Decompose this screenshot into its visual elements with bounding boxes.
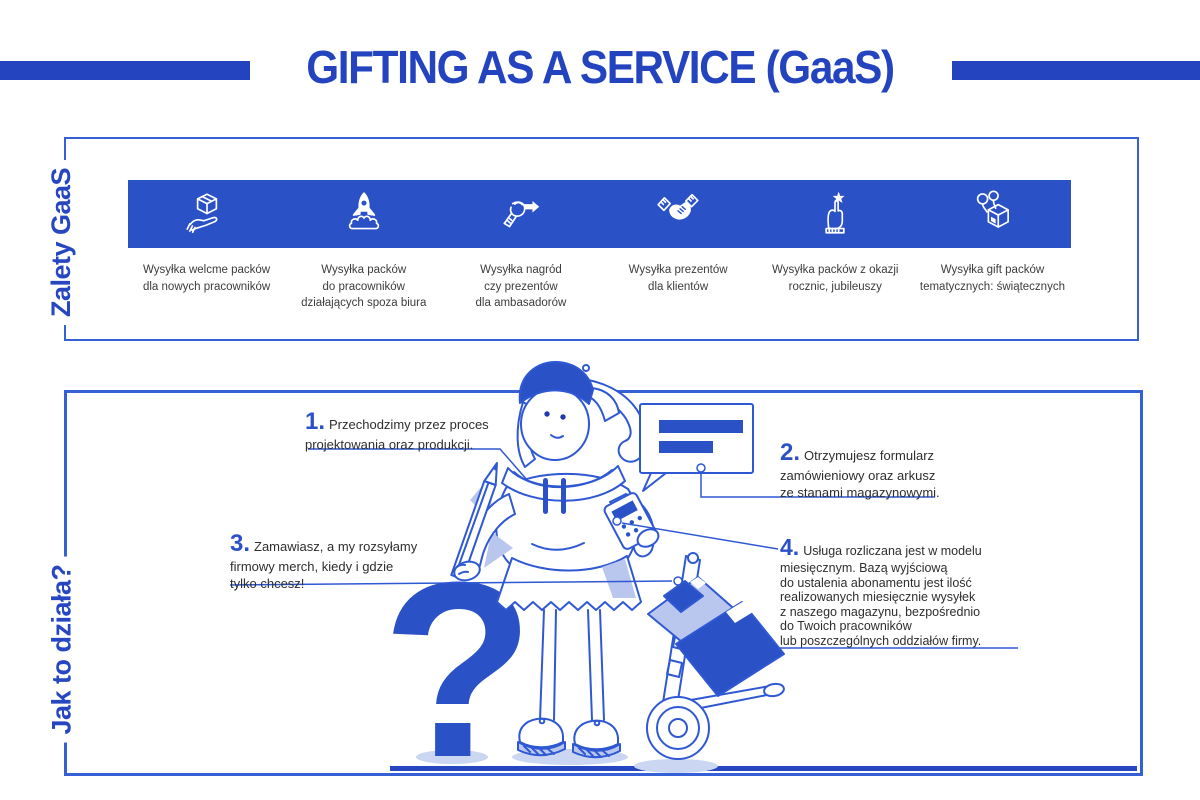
box-in-hand-icon (128, 189, 285, 239)
benefits-section-label: Zalety GaaS (30, 150, 94, 335)
benefit-caption: Wysyłka welcme packów dla nowych pracown… (142, 264, 271, 293)
step-2-number: 2. (780, 439, 801, 466)
step-4: 4.Usługa rozliczana jest w modelu miesię… (780, 534, 1020, 649)
step-1: 1.Przechodzimy przez proces projektowani… (305, 406, 535, 454)
step-4-text: Usługa rozliczana jest w modelu miesięcz… (780, 544, 982, 649)
title-accent-bar-right (952, 61, 1200, 80)
step-3: 3.Zamawiasz, a my rozsyłamy firmowy merc… (230, 528, 445, 593)
benefit-caption: Wysyłka packów do pracowników działający… (301, 264, 427, 310)
step-1-number: 1. (305, 408, 326, 435)
benefit-caption: Wysyłka nagród czy prezentów dla ambasad… (475, 264, 567, 310)
benefit-caption: Wysyłka packów z okazji rocznic, jubileu… (772, 264, 899, 293)
bottom-accent-bar (390, 766, 1137, 771)
benefits-captions: Wysyłka welcme packów dla nowych pracown… (128, 262, 1071, 312)
handshake-icon (600, 189, 757, 239)
benefits-banner (128, 180, 1071, 248)
step-2-text: Otrzymujesz formularz zamówieniowy oraz … (780, 448, 940, 501)
title-accent-bar-left (0, 61, 250, 80)
step-1-text: Przechodzimy przez proces projektowania … (305, 417, 489, 453)
step-3-number: 3. (230, 530, 251, 557)
hand-giving-arrow-icon (442, 189, 599, 239)
gift-box-balloons-icon (914, 189, 1071, 239)
benefit-caption: Wysyłka prezentów dla klientów (628, 264, 728, 293)
step-2: 2.Otrzymujesz formularz zamówieniowy ora… (780, 437, 995, 502)
benefit-caption: Wysyłka gift packów tematycznych: świąte… (919, 264, 1065, 293)
hand-star-icon (757, 189, 914, 239)
how-it-works-section-label: Jak to działa? (30, 528, 94, 770)
page-title: GIFTING AS A SERVICE (GaaS) (306, 41, 895, 93)
rocket-icon (285, 189, 442, 239)
step-4-number: 4. (780, 534, 800, 560)
step-3-text: Zamawiasz, a my rozsyłamy firmowy merch,… (230, 539, 418, 592)
